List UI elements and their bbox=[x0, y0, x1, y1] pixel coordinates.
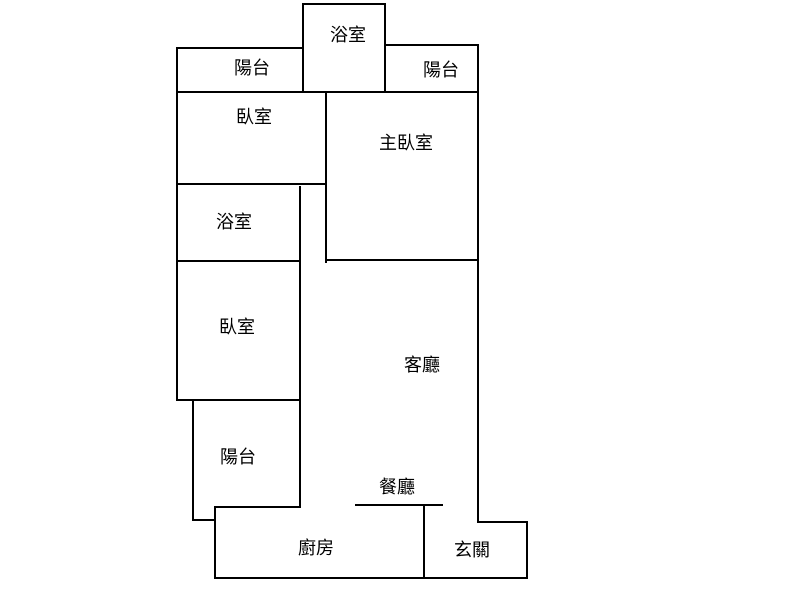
room-label-living-room: 客廳 bbox=[404, 355, 440, 376]
room-label-bathroom-middle: 浴室 bbox=[216, 212, 252, 233]
room-label-dining-room: 餐廳 bbox=[379, 477, 415, 498]
room-label-entrance: 玄關 bbox=[454, 540, 490, 561]
room-label-bedroom-lower: 臥室 bbox=[219, 317, 255, 338]
room-label-bedroom-upper: 臥室 bbox=[236, 107, 272, 128]
room-label-master-bedroom: 主臥室 bbox=[379, 133, 433, 154]
room-label-bathroom-top: 浴室 bbox=[330, 25, 366, 46]
room-label-balcony-bottom: 陽台 bbox=[220, 447, 256, 468]
room-label-kitchen: 廚房 bbox=[298, 538, 334, 559]
room-label-balcony-top-left: 陽台 bbox=[234, 58, 270, 79]
room-label-balcony-top-right: 陽台 bbox=[423, 60, 459, 81]
